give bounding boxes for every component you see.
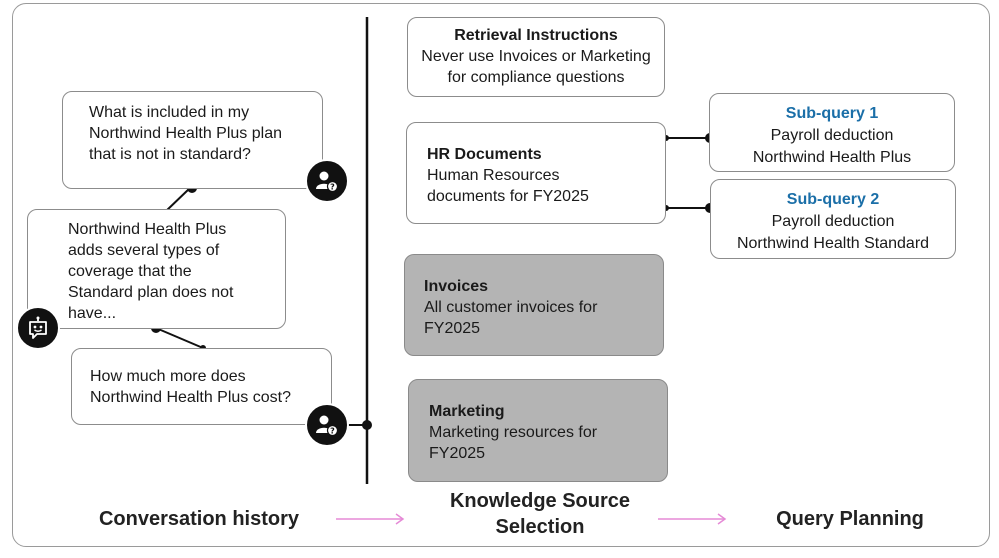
source-hr-documents: HR Documents Human Resources documents f… bbox=[406, 122, 666, 224]
user-message-1: What is included in my Northwind Health … bbox=[62, 91, 323, 189]
user-question-icon: ? bbox=[305, 159, 349, 203]
source-description: FY2025 bbox=[429, 445, 486, 462]
source-title: Marketing bbox=[429, 403, 505, 420]
source-marketing: Marketing Marketing resources for FY2025 bbox=[408, 379, 668, 482]
source-description: documents for FY2025 bbox=[427, 188, 589, 205]
message-line: What is included in my bbox=[89, 104, 250, 121]
svg-text:?: ? bbox=[330, 427, 335, 436]
source-title: Invoices bbox=[424, 278, 489, 295]
subquery-line: Northwind Health Standard bbox=[736, 235, 930, 252]
subquery-title: Sub-query 1 bbox=[785, 105, 879, 122]
stage-label-query-planning: Query Planning bbox=[760, 506, 940, 532]
source-title: HR Documents bbox=[427, 146, 542, 163]
source-invoices: Invoices All customer invoices for FY202… bbox=[404, 254, 664, 356]
subquery-1-box: Sub-query 1 Payroll deduction Northwind … bbox=[709, 93, 955, 172]
message-line: that is not in standard? bbox=[89, 146, 251, 163]
source-description: Human Resources bbox=[427, 167, 560, 184]
message-line: Northwind Health Plus cost? bbox=[90, 389, 291, 406]
retrieval-instructions-line: Never use Invoices or Marketing bbox=[421, 48, 651, 65]
stage-label-text: Conversation history bbox=[98, 508, 300, 530]
subquery-line: Payroll deduction bbox=[771, 213, 895, 230]
stage-label-text: Knowledge Source bbox=[449, 490, 631, 512]
diagram-frame bbox=[12, 3, 990, 547]
bot-icon bbox=[16, 306, 60, 350]
message-line: Standard plan does not bbox=[68, 284, 234, 301]
svg-text:?: ? bbox=[330, 183, 335, 192]
source-description: FY2025 bbox=[424, 320, 481, 337]
message-line: Northwind Health Plus bbox=[68, 221, 227, 238]
stage-label-text: Query Planning bbox=[776, 508, 924, 530]
connector-user1-bot bbox=[164, 187, 191, 213]
subquery-line: Payroll deduction bbox=[770, 127, 894, 144]
stage-label-conversation-history: Conversation history bbox=[88, 506, 310, 532]
source-description: All customer invoices for bbox=[424, 299, 598, 316]
subquery-title: Sub-query 2 bbox=[786, 191, 880, 208]
arrow-selection-to-planning bbox=[658, 513, 727, 525]
connector-dot bbox=[362, 420, 372, 430]
source-description: Marketing resources for bbox=[429, 424, 598, 441]
message-line: How much more does bbox=[90, 368, 246, 385]
subquery-line: Northwind Health Plus bbox=[752, 149, 912, 166]
user-question-icon: ? bbox=[305, 403, 349, 447]
connector-bot-user2 bbox=[155, 327, 204, 349]
message-line: Northwind Health Plus plan bbox=[89, 125, 282, 142]
retrieval-instructions-line: for compliance questions bbox=[447, 69, 625, 86]
subquery-2-box: Sub-query 2 Payroll deduction Northwind … bbox=[710, 179, 956, 259]
user-message-2: How much more does Northwind Health Plus… bbox=[71, 348, 332, 425]
stage-label-text: Selection bbox=[495, 516, 585, 538]
message-line: coverage that the bbox=[68, 263, 192, 280]
retrieval-instructions-title: Retrieval Instructions bbox=[454, 27, 618, 44]
bot-message: Northwind Health Plus adds several types… bbox=[27, 209, 286, 329]
message-line: adds several types of bbox=[68, 242, 220, 259]
retrieval-instructions-box: Retrieval Instructions Never use Invoice… bbox=[407, 17, 665, 97]
message-line: have... bbox=[68, 305, 117, 322]
arrow-conversation-to-selection bbox=[336, 513, 405, 525]
stage-label-knowledge-source-selection: Knowledge Source Selection bbox=[424, 488, 656, 540]
